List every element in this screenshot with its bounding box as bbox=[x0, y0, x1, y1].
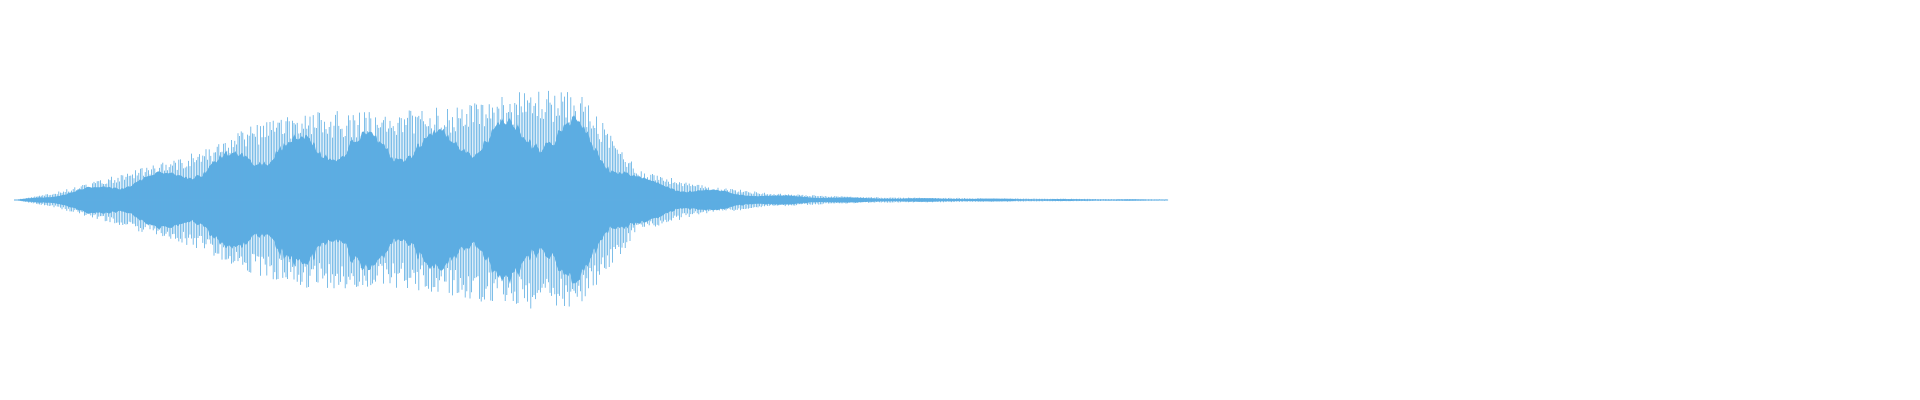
waveform-body bbox=[14, 114, 1168, 285]
waveform-peaks bbox=[15, 90, 1168, 309]
